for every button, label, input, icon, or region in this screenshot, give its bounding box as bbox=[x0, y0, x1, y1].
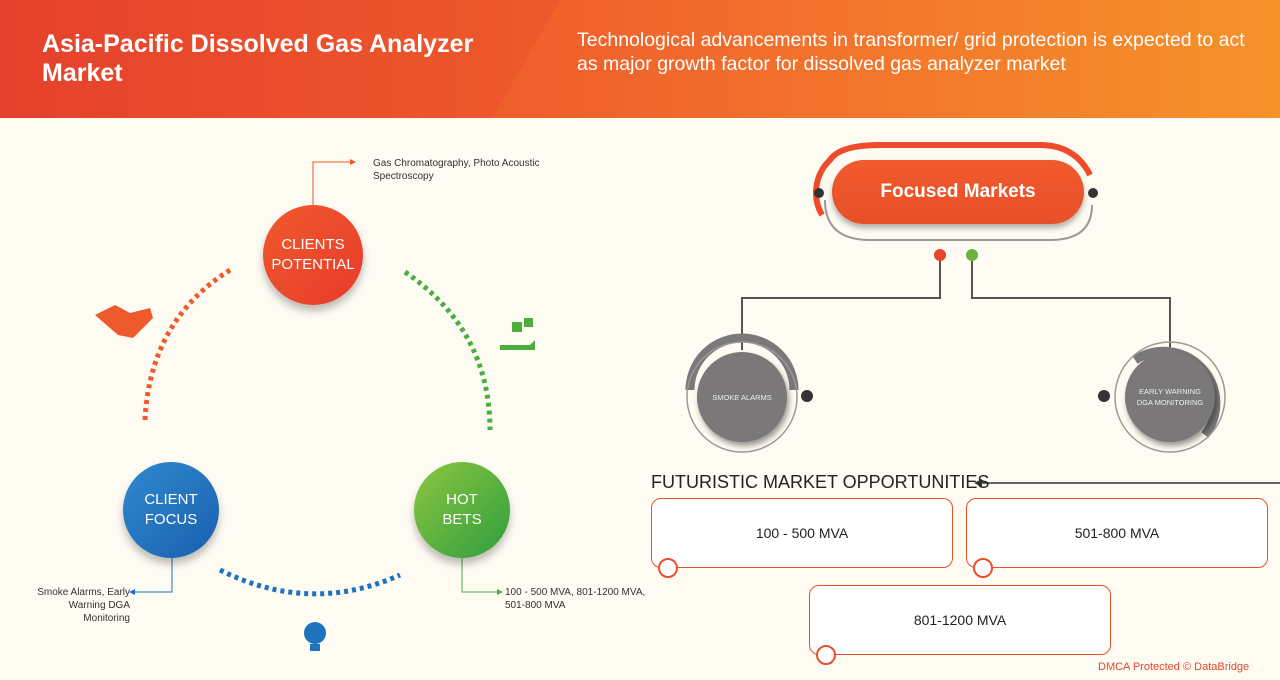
clients-potential-label: CLIENTS POTENTIAL bbox=[271, 236, 355, 273]
focused-markets-button: Focused Markets bbox=[832, 160, 1084, 224]
client-focus-note: Smoke Alarms, Early Warning DGA Monitori… bbox=[37, 587, 130, 624]
box-knob bbox=[816, 645, 836, 665]
client-focus-circle: CLIENT FOCUS bbox=[123, 462, 219, 558]
page-subtitle: Technological advancements in transforme… bbox=[577, 29, 1245, 75]
opportunity-box-3: 801-1200 MVA bbox=[809, 585, 1111, 655]
arc-blue bbox=[218, 567, 402, 597]
lightbulb-icon bbox=[304, 622, 326, 651]
hot-bets-note: 100 - 500 MVA, 801-1200 MVA, 501-800 MVA bbox=[505, 587, 646, 611]
arc-green bbox=[403, 269, 493, 431]
box-knob bbox=[658, 558, 678, 578]
smoke-alarms-circle: SMOKE ALARMS bbox=[697, 352, 787, 442]
client-focus-label: CLIENT FOCUS bbox=[144, 491, 198, 528]
header-title-block bbox=[0, 0, 560, 118]
footer-credit: DMCA Protected © DataBridge bbox=[1098, 661, 1250, 673]
page-title: Asia-Pacific Dissolved Gas Analyzer Mark… bbox=[42, 30, 474, 87]
clients-potential-note: Gas Chromatography, Photo Acoustic Spect… bbox=[373, 158, 540, 182]
opportunity-box-1: 100 - 500 MVA bbox=[651, 498, 953, 568]
hand-dice-icon bbox=[500, 318, 535, 350]
futuristic-title: FUTURISTIC MARKET OPPORTUNITIES bbox=[651, 472, 990, 492]
hot-bets-label: HOT BETS bbox=[442, 491, 482, 528]
opportunity-box-2: 501-800 MVA bbox=[966, 498, 1268, 568]
clients-potential-circle: CLIENTS POTENTIAL bbox=[263, 205, 363, 305]
hot-bets-circle: HOT BETS bbox=[414, 462, 510, 558]
early-warning-circle: EARLY WARNING DGA MONITORING bbox=[1125, 352, 1215, 442]
box-knob bbox=[973, 558, 993, 578]
opportunity-label: 100 - 500 MVA bbox=[755, 525, 849, 541]
opportunity-label: 501-800 MVA bbox=[1074, 525, 1160, 541]
arc-orange bbox=[142, 267, 232, 421]
handshake-icon bbox=[95, 305, 153, 338]
opportunity-label: 801-1200 MVA bbox=[913, 612, 1007, 628]
